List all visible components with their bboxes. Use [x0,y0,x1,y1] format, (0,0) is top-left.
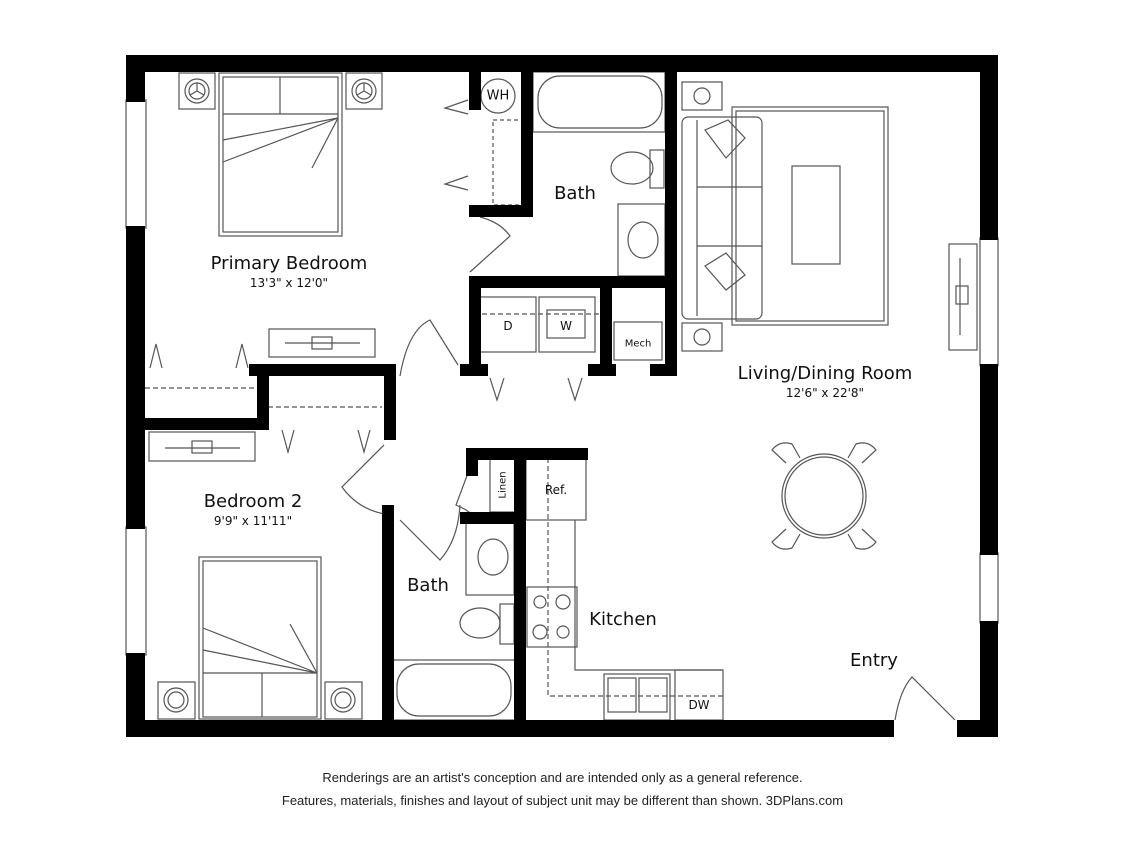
washer-label: W [560,319,572,333]
refrigerator-label: Ref. [544,483,568,497]
bathtub-icon [532,71,666,133]
room-dimensions: 12'6" x 22'8" [785,386,865,400]
nightstand-lamp-icon [345,72,383,110]
room-dimensions: 9'9" x 11'11" [213,514,293,528]
door-swing [455,472,473,516]
room-label-kitchen: Kitchen [589,609,657,630]
bed-icon [198,556,322,720]
linen-label: Linen [497,471,509,499]
room-name: Bedroom 2 [203,491,303,512]
bed-icon [218,72,343,237]
dresser-icon [148,431,256,462]
dryer-label: D [503,319,513,333]
bathtub-icon [392,659,516,721]
door-swing [399,504,461,561]
room-name: Living/Dining Room [737,363,913,384]
window [979,237,999,367]
dishwasher-icon [674,669,724,721]
room-label-living-dining: Living/Dining Room 12'6" x 22'8" [738,363,913,400]
dining-table-icon [771,442,877,550]
room-label-bath-lower: Bath [407,575,449,596]
kitchen-sink-icon [603,673,671,721]
dishwasher-label: DW [688,698,710,712]
rug-icon [731,106,889,326]
room-label-entry: Entry [850,650,898,671]
nightstand-lamp-icon [178,72,216,110]
toilet-icon [610,149,665,189]
mech-unit-icon [613,321,663,361]
disclaimer-line-2: Features, materials, finishes and layout… [281,793,844,808]
water-heater-label: WH [486,88,510,104]
room-label-primary-bedroom: Primary Bedroom 13'3" x 12'0" [211,253,368,290]
dresser-icon [268,328,376,358]
door-swing [399,319,459,377]
nightstand-lamp-icon [157,681,196,720]
room-label-bedroom-2: Bedroom 2 9'9" x 11'11" [204,491,303,528]
window [979,552,999,624]
room-name: Primary Bedroom [210,253,368,274]
mech-label: Mech [624,338,652,350]
coffee-table-icon [791,165,841,265]
sink-icon [617,203,666,277]
door-swing [469,216,511,273]
sofa-icon [681,116,763,320]
end-table-lamp-icon [681,81,723,111]
walls [126,55,998,737]
disclaimer-line-1: Renderings are an artist's conception an… [322,770,803,785]
end-table-lamp-icon [681,322,723,352]
window [125,526,147,656]
stove-icon [526,586,578,648]
sink-icon [465,521,515,596]
window [125,99,147,229]
door-swing [341,444,393,516]
room-label-bath-upper: Bath [554,183,596,204]
room-dimensions: 13'3" x 12'0" [249,276,329,290]
nightstand-lamp-icon [324,681,363,720]
toilet-icon [459,603,515,645]
tv-console-icon [948,243,978,351]
entry-door-swing [894,676,956,721]
washer-icon [538,296,596,353]
